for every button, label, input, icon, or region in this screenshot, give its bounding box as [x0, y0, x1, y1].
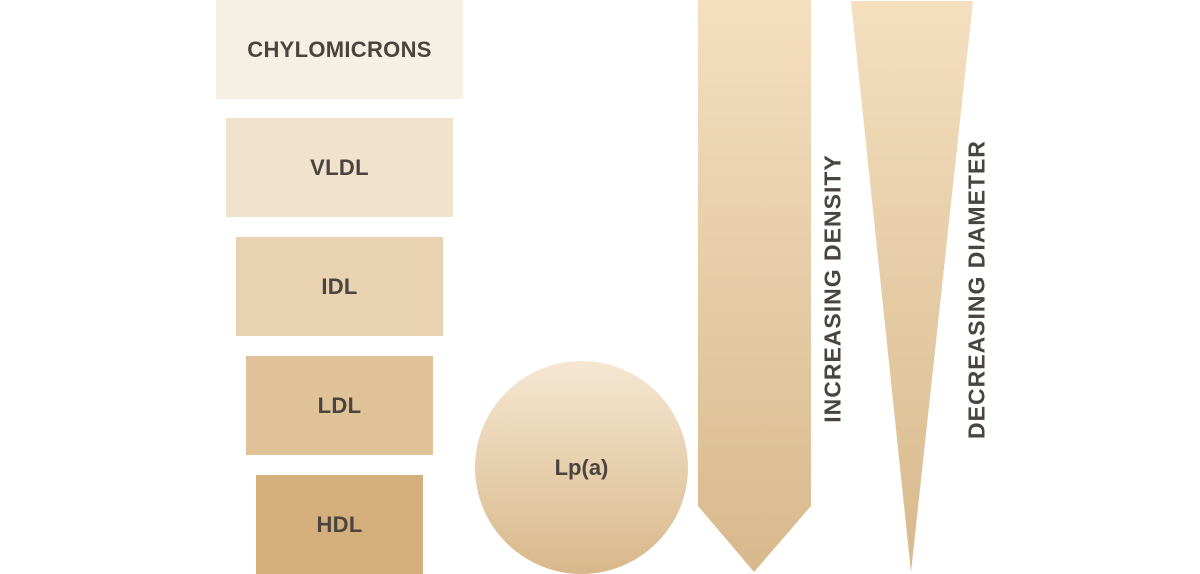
diameter-wedge	[851, 1, 973, 572]
lpa-label: Lp(a)	[554, 454, 609, 480]
lipoprotein-label: VLDL	[310, 154, 369, 180]
lipoprotein-label: CHYLOMICRONS	[247, 36, 432, 62]
lipoprotein-idl: IDL	[236, 237, 443, 336]
decreasing-diameter-label: DECREASING DIAMETER	[963, 140, 990, 439]
lipoprotein-lpa-circle: Lp(a)	[475, 361, 688, 574]
lipoprotein-hdl: HDL	[256, 475, 423, 574]
lipoprotein-label: LDL	[317, 392, 362, 418]
lipoprotein-ldl: LDL	[246, 356, 433, 455]
lipoprotein-vldl: VLDL	[226, 118, 453, 217]
lipoprotein-chylomicrons: CHYLOMICRONS	[216, 0, 463, 99]
increasing-density-label: INCREASING DENSITY	[819, 154, 846, 423]
lipoprotein-label: HDL	[316, 511, 363, 537]
density-arrow	[698, 0, 811, 572]
lipoprotein-label: IDL	[321, 273, 358, 299]
